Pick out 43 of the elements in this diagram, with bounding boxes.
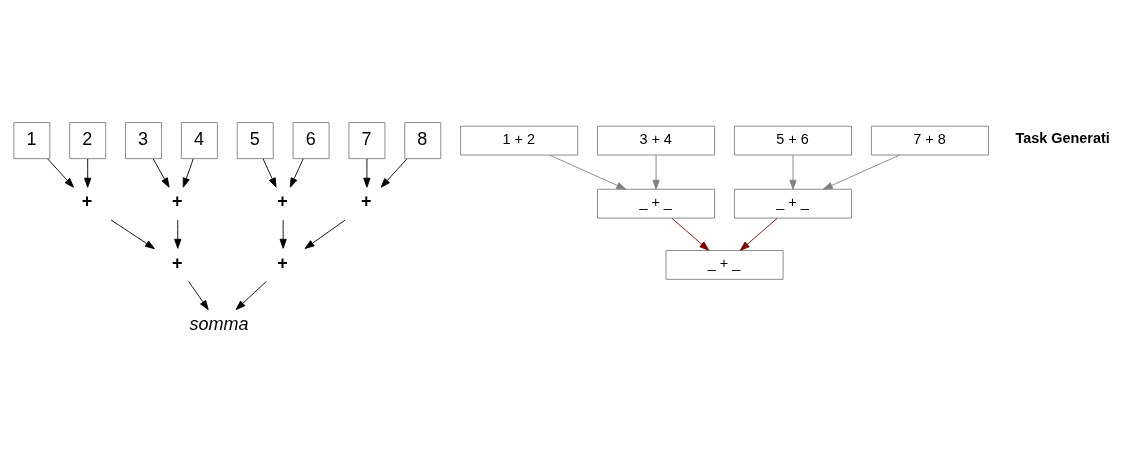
arrow — [174, 219, 182, 249]
arrow — [188, 280, 209, 310]
arrow — [47, 157, 74, 188]
arrow — [279, 219, 287, 249]
arrow — [304, 219, 346, 249]
node-text: somma — [189, 313, 249, 334]
arrow — [363, 157, 371, 188]
arrow — [671, 217, 710, 251]
node-box: _ + _ — [597, 188, 716, 219]
arrow — [152, 157, 170, 188]
arrow — [84, 157, 92, 188]
node-box: 3 + 4 — [597, 125, 716, 155]
node-text: + — [361, 190, 372, 211]
arrow — [380, 157, 408, 188]
arrow — [822, 154, 900, 190]
node-box: 3 — [125, 121, 162, 159]
node-text: + — [171, 190, 183, 211]
node-text: + — [277, 190, 288, 211]
arrow — [110, 219, 155, 249]
arrow — [262, 157, 277, 188]
node-box: _ + _ — [665, 249, 784, 280]
node-box: 7 + 8 — [870, 125, 989, 155]
node-box: 2 — [69, 121, 107, 159]
node-box: 7 — [348, 121, 386, 159]
arrow — [739, 217, 778, 251]
arrow — [235, 280, 267, 310]
node-box: 1 + 2 — [460, 125, 579, 155]
label: Task Generati — [1015, 129, 1110, 146]
arrow — [289, 157, 304, 188]
node-text: + — [171, 252, 183, 273]
node-box: 5 + 6 — [734, 125, 852, 155]
node-text: + — [81, 190, 93, 211]
node-box: 6 — [292, 121, 330, 159]
node-box: 8 — [404, 121, 442, 159]
node-box: _ + _ — [734, 188, 852, 219]
node-text: + — [277, 252, 288, 273]
arrow — [789, 154, 797, 190]
arrow — [549, 154, 627, 190]
node-box: 5 — [236, 121, 274, 159]
arrow — [652, 154, 660, 190]
arrow — [182, 157, 194, 188]
node-box: 4 — [180, 121, 218, 159]
node-box: 1 — [13, 121, 51, 159]
